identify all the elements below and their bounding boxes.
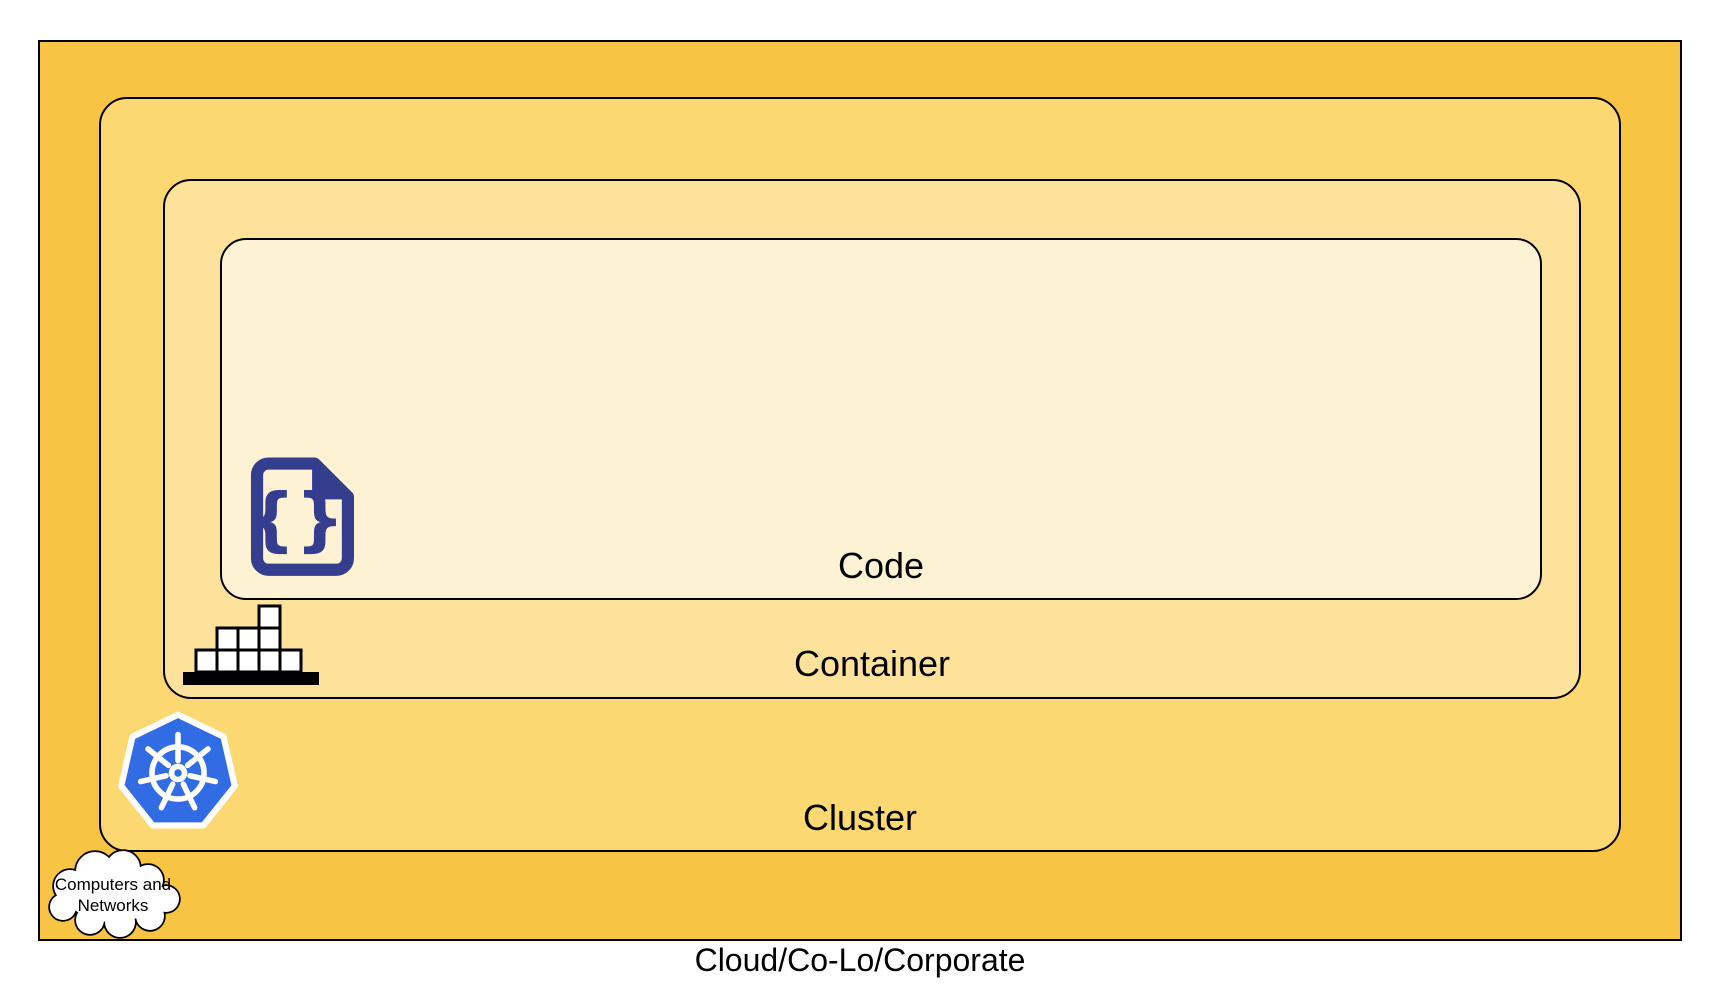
cloud-callout-line1: Computers and	[54, 875, 172, 894]
code-file-icon: {}	[234, 452, 362, 580]
layer-datacenter-label: Cloud/Co-Lo/Corporate Datacenter	[38, 875, 1682, 992]
container-blocks-icon	[181, 604, 321, 688]
svg-text:{}: {}	[246, 480, 344, 560]
layer-container-label: Container	[793, 643, 951, 684]
cloud-callout-label: Computers and Networks	[38, 874, 188, 916]
kubernetes-helm-icon	[116, 711, 240, 835]
cloud-icon: Computers and Networks	[38, 844, 188, 944]
layer-datacenter-label-line1: Cloud/Co-Lo/Corporate	[694, 942, 1026, 978]
layer-code-box	[220, 238, 1542, 600]
layer-code-label: Code	[837, 545, 925, 586]
cloud-callout-line2: Networks	[77, 896, 149, 915]
layer-cluster-label: Cluster	[802, 797, 918, 838]
